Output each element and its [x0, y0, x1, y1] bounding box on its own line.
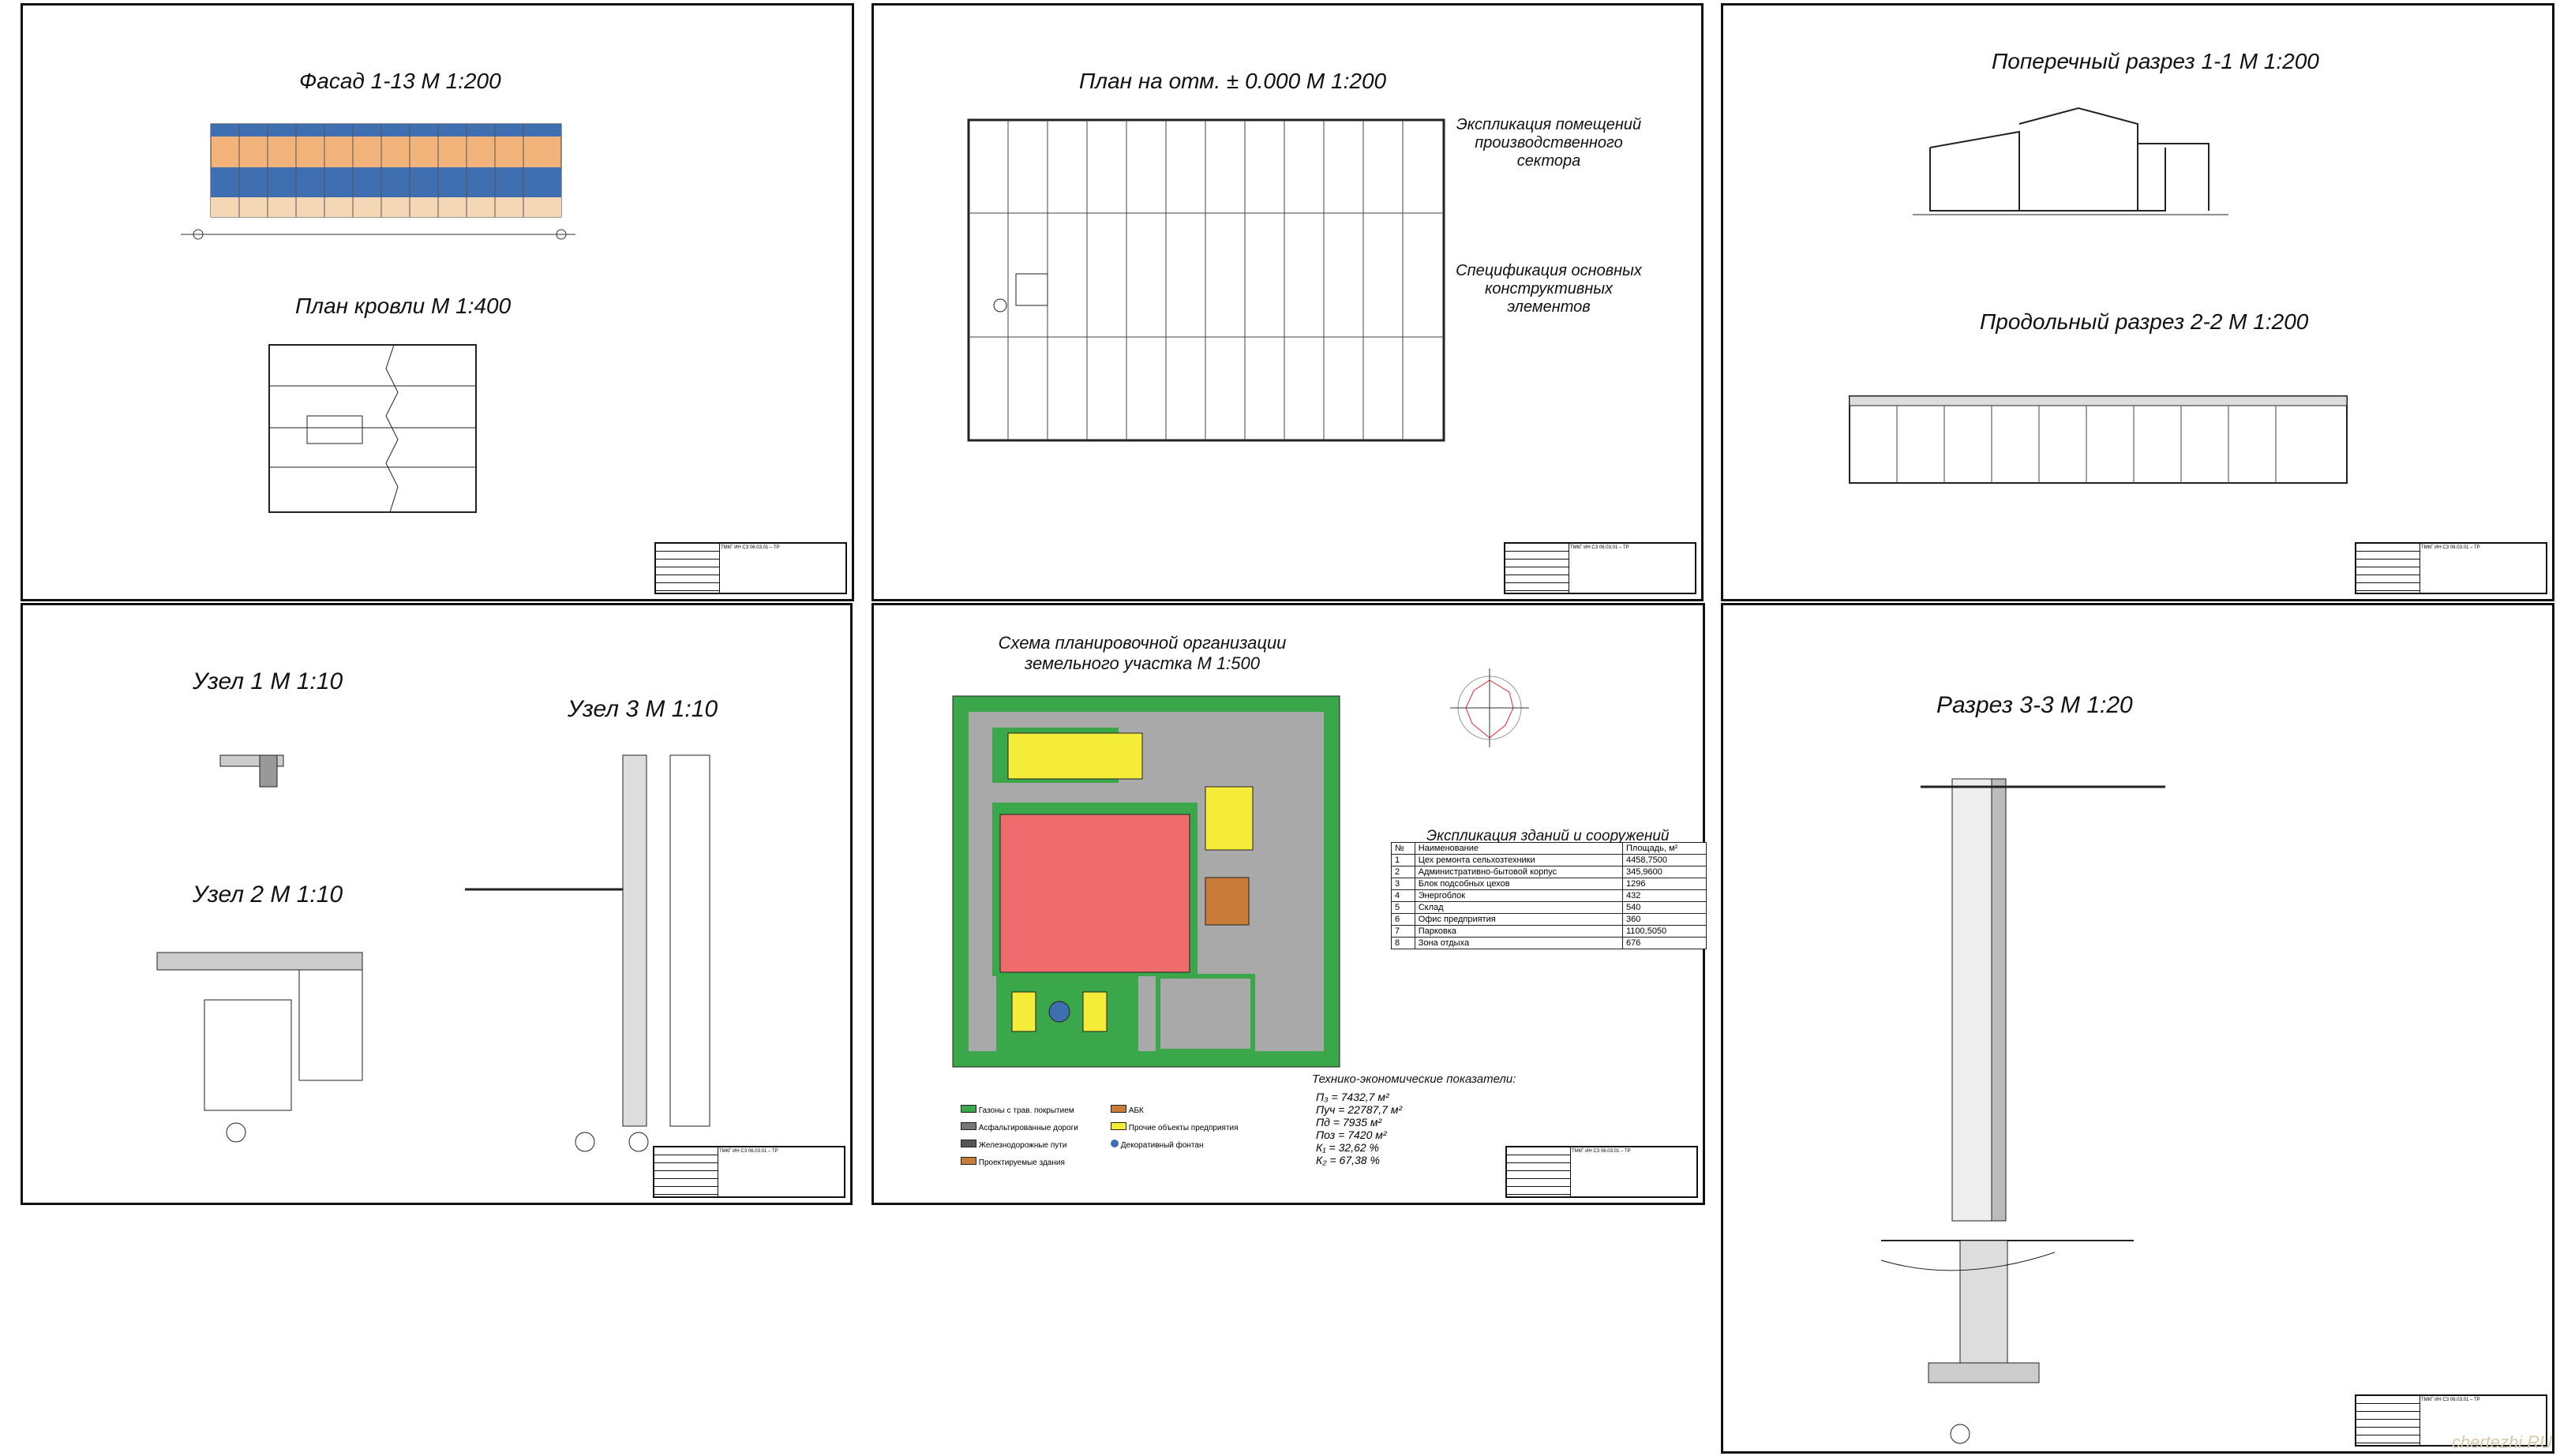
sheet-plan: План на отм. ± 0.000 М 1:200 Экспликация…	[871, 3, 1704, 601]
buildings-table-title: Экспликация зданий и сооружений	[1426, 828, 1670, 844]
site-plan-drawing	[952, 668, 1529, 1068]
title-block: ТМКГ ИН СЗ 06.03.01 – ТР	[1505, 1146, 1698, 1198]
sheet-facade: Фасад 1-13 М 1:200 План кровли М 1:400 Т…	[21, 3, 854, 601]
node3-title: Узел 3 М 1:10	[568, 696, 718, 722]
facade-drawing	[181, 123, 575, 513]
title-block: ТМКГ ИН СЗ 06.03.01 – ТР	[2355, 1394, 2547, 1447]
section-33-title: Разрез 3-3 М 1:20	[1936, 692, 2133, 718]
site-plan-title: Схема планировочной организации земельно…	[998, 633, 1287, 673]
facade-title: Фасад 1-13 М 1:200	[299, 69, 501, 93]
title-block: ТМКГ ИН СЗ 06.03.01 – ТР	[2355, 542, 2547, 594]
title-block: ТМКГ ИН СЗ 06.03.01 – ТР	[1504, 542, 1696, 594]
title-block: ТМКГ ИН СЗ 06.03.01 – ТР	[654, 542, 847, 594]
spec-title: Спецификация основных конструктивных эле…	[1456, 262, 1642, 316]
node1-title: Узел 1 М 1:10	[193, 668, 343, 694]
site-legend-2: АБК Прочие объекты предприятия Декоратив…	[1111, 1102, 1239, 1155]
sections-drawing	[1849, 107, 2348, 484]
tep-title: Технико-экономические показатели:	[1312, 1072, 1516, 1086]
plan-title: План на отм. ± 0.000 М 1:200	[1079, 69, 1387, 93]
explication-title: Экспликация помещений производственного …	[1456, 116, 1642, 170]
sheet-section-33: Разрез 3-3 М 1:20 ТМКГ ИН СЗ 06.03.01 – …	[1721, 603, 2554, 1454]
title-block: ТМКГ ИН СЗ 06.03.01 – ТР	[653, 1146, 845, 1198]
long-section-title: Продольный разрез 2-2 М 1:200	[1980, 309, 2309, 334]
site-legend: Газоны с трав. покрытием Асфальтированны…	[961, 1102, 1078, 1172]
cross-section-title: Поперечный разрез 1-1 М 1:200	[1992, 49, 2319, 73]
watermark: chertezhi.RU	[2451, 1432, 2552, 1452]
sheet-nodes: Узел 1 М 1:10 Узел 2 М 1:10 Узел 3 М 1:1…	[21, 603, 853, 1205]
nodes-drawing	[156, 754, 710, 1152]
roof-plan-title: План кровли М 1:400	[295, 294, 512, 318]
section-33-drawing	[1880, 778, 2165, 1444]
sheet-site-plan: Схема планировочной организации земельно…	[871, 603, 1707, 1205]
node2-title: Узел 2 М 1:10	[193, 881, 343, 908]
floor-plan-drawing	[967, 118, 1445, 442]
sheet-sections: Поперечный разрез 1-1 М 1:200 Продольный…	[1721, 3, 2554, 601]
